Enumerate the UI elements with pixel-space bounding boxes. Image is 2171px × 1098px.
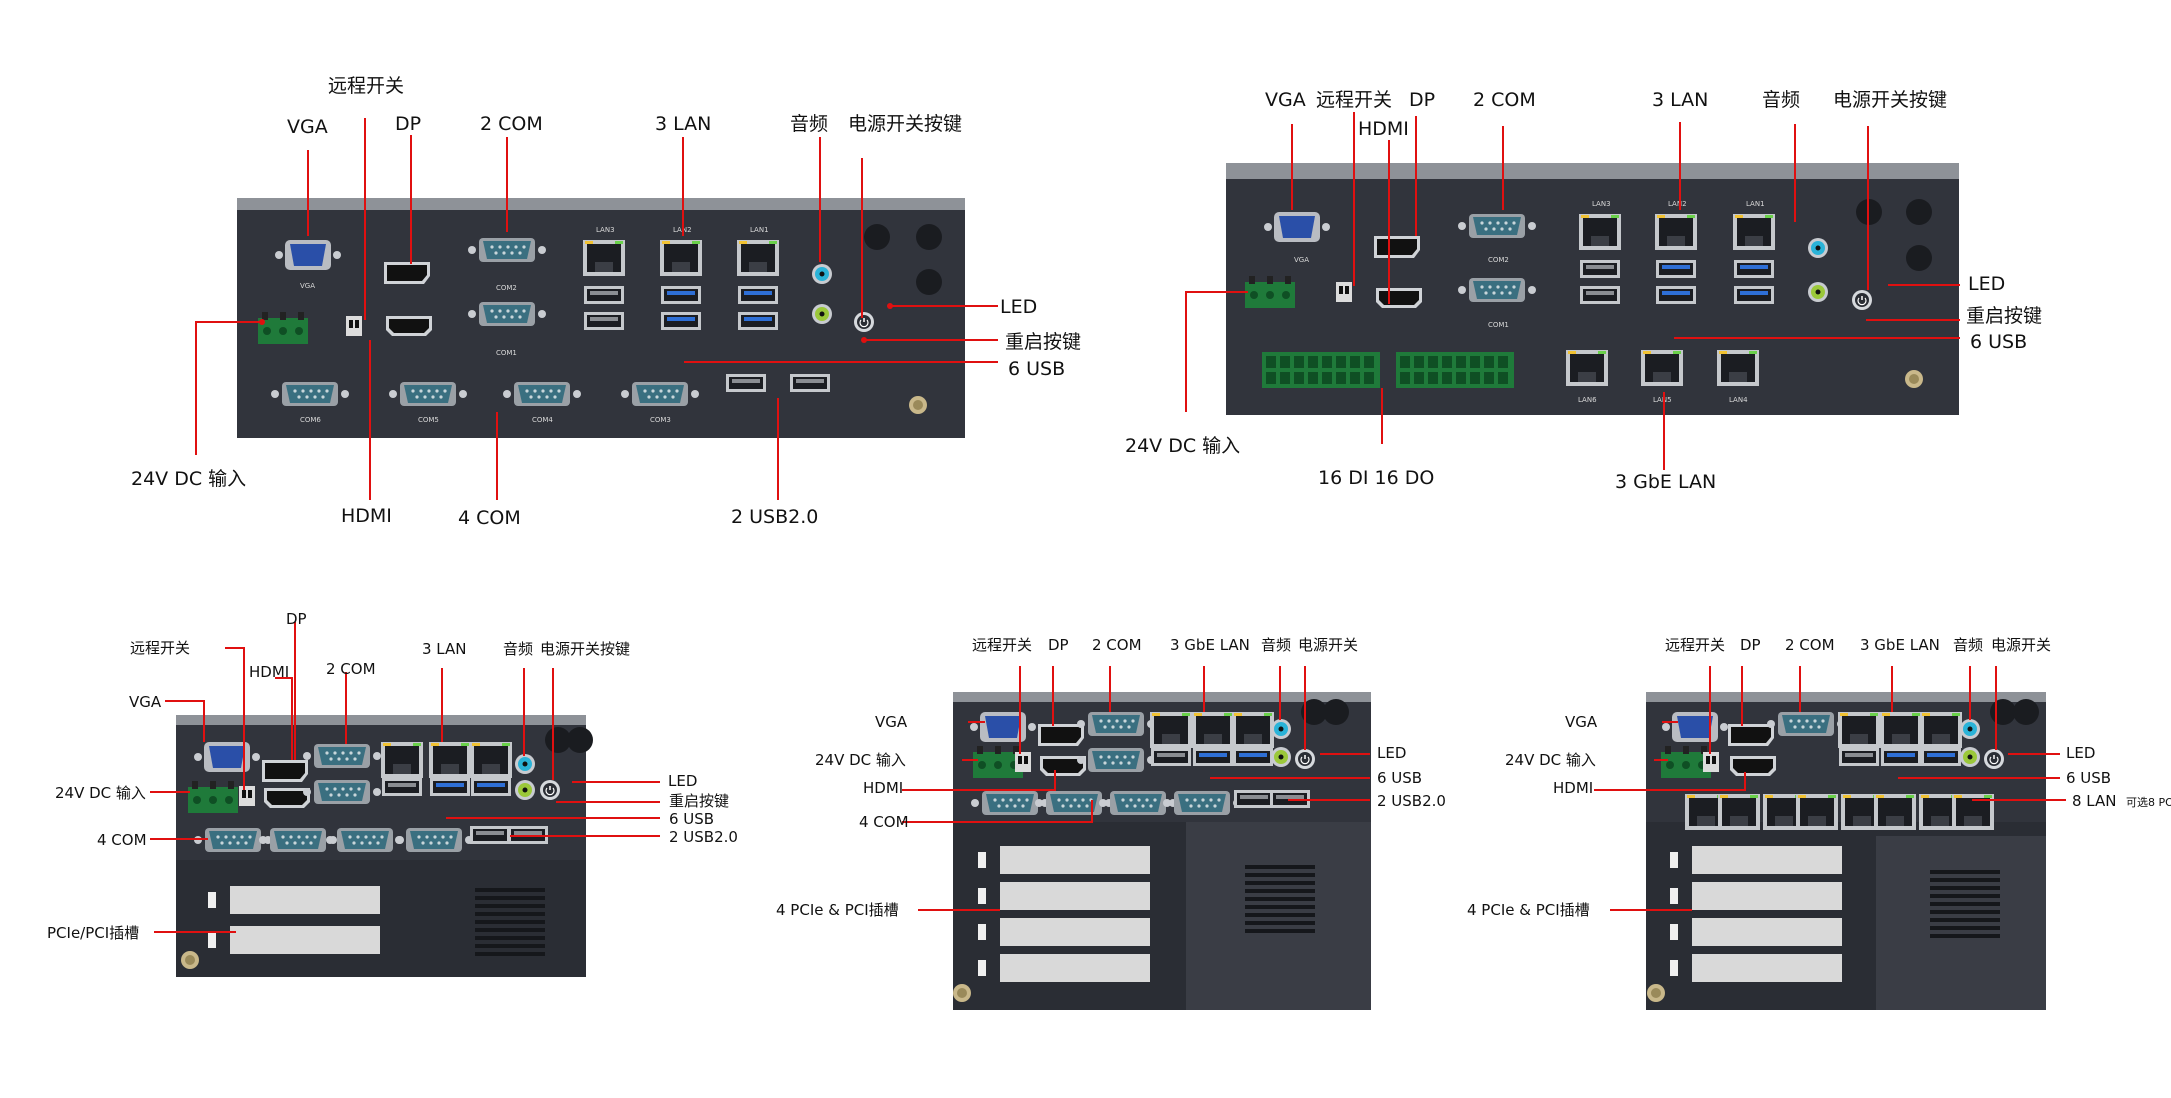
label3-4com: 4 COM [97,831,147,849]
label3-vga: VGA [129,693,162,711]
device-bottom-left: 远程开关 DP HDMI 2 COM 3 LAN 音频 电源开关按键 VGA 2… [47,610,738,977]
label4-pcie: 4 PCIe & PCI插槽 [776,901,899,919]
label-dc-in: 24V DC 输入 [131,468,246,490]
label-6usb: 6 USB [1008,358,1065,380]
label2-vga: VGA [1265,89,1306,111]
label4-vga: VGA [875,713,908,731]
panel-com5: COM5 [418,416,439,424]
label5-hdmi: HDMI [1553,779,1593,797]
label4-4com: 4 COM [859,813,909,831]
label-3lan: 3 LAN [655,113,711,135]
panel-lan3: LAN3 [596,226,615,234]
device-bottom-right: 远程开关 DP 2 COM 3 GbE LAN 音频 电源开关 VGA 24V … [1467,636,2171,1010]
panel2-vga: VGA [1294,256,1309,264]
label3-reset: 重启按键 [669,792,729,810]
label-audio: 音频 [790,113,828,135]
dio-terminals [1262,352,1514,388]
label5-dc-in: 24V DC 输入 [1505,751,1596,769]
label4-remote-switch: 远程开关 [972,636,1032,654]
label5-pcie: 4 PCIe & PCI插槽 [1467,901,1590,919]
label5-8lan-note: 可选8 POE [2126,796,2171,809]
label4-power-switch: 电源开关 [1298,636,1358,654]
panel-com2: COM2 [496,284,517,292]
label5-audio: 音频 [1953,636,1983,654]
label3-2com: 2 COM [326,660,376,678]
label-dp: DP [395,113,421,135]
device-top-right: VGA COM2 COM1 LAN3 LAN2 LAN1 LAN [1125,89,2042,493]
label2-audio: 音频 [1762,89,1800,111]
label-remote-switch: 远程开关 [328,75,404,97]
label2-dio: 16 DI 16 DO [1318,467,1434,489]
label4-dc-in: 24V DC 输入 [815,751,906,769]
label4-dp: DP [1048,636,1069,654]
label3-remote-switch: 远程开关 [130,639,190,657]
label2-remote-switch: 远程开关 [1316,89,1392,111]
label2-2com: 2 COM [1473,89,1536,111]
panel-com1: COM1 [496,349,517,357]
label5-remote-switch: 远程开关 [1665,636,1725,654]
label4-2usb20: 2 USB2.0 [1377,792,1446,810]
label-reset: 重启按键 [1005,331,1081,353]
label5-dp: DP [1740,636,1761,654]
label2-3lan: 3 LAN [1652,89,1708,111]
panel2-lan5: LAN5 [1653,396,1672,404]
panel-com3: COM3 [650,416,671,424]
label-power-button: 电源开关按键 [848,113,962,135]
panel2-com1: COM1 [1488,321,1509,329]
panel-com4: COM4 [532,416,553,424]
label4-gbe: 3 GbE LAN [1170,636,1250,654]
label5-vga: VGA [1565,713,1598,731]
label2-gbe: 3 GbE LAN [1615,471,1716,493]
panel-lan1: LAN1 [750,226,769,234]
label4-hdmi: HDMI [863,779,903,797]
label3-dc-in: 24V DC 输入 [55,784,146,802]
label-2com: 2 COM [480,113,543,135]
panel2-lan4: LAN4 [1729,396,1748,404]
label3-3lan: 3 LAN [422,640,467,658]
label2-dp: DP [1409,89,1435,111]
label5-power-switch: 电源开关 [1991,636,2051,654]
label-led: LED [1000,296,1037,318]
label3-led: LED [668,772,697,790]
device-bottom-middle: 远程开关 DP 2 COM 3 GbE LAN 音频 电源开关 VGA 24V … [776,636,1446,1010]
label-2usb20: 2 USB2.0 [731,506,818,528]
label-hdmi: HDMI [341,505,392,527]
label3-dp: DP [286,610,307,628]
label4-2com: 2 COM [1092,636,1142,654]
label5-gbe: 3 GbE LAN [1860,636,1940,654]
label-vga: VGA [287,116,328,138]
label3-pcie: PCIe/PCI插槽 [47,924,139,942]
panel2-com2: COM2 [1488,256,1509,264]
label5-8lan: 8 LAN [2072,792,2117,810]
panel2-lan2: LAN2 [1668,200,1687,208]
label2-led: LED [1968,273,2005,295]
label5-led: LED [2066,744,2095,762]
label2-hdmi: HDMI [1358,118,1409,140]
label2-reset: 重启按键 [1966,305,2042,327]
device-top-left: VGA COM2 COM1 LAN3 LAN2 LAN1 COM6 COM5 C… [131,75,1081,529]
label3-power-button: 电源开关按键 [540,640,630,658]
panel2-lan1: LAN1 [1746,200,1765,208]
label3-hdmi: HDMI [249,663,289,681]
label5-2com: 2 COM [1785,636,1835,654]
label3-audio: 音频 [503,640,533,658]
panel2-lan6: LAN6 [1578,396,1597,404]
label4-led: LED [1377,744,1406,762]
label-4com: 4 COM [458,507,521,529]
label3-2usb20: 2 USB2.0 [669,828,738,846]
label2-dc-in: 24V DC 输入 [1125,435,1240,457]
panel2-lan3: LAN3 [1592,200,1611,208]
panel-vga: VGA [300,282,315,290]
label4-audio: 音频 [1261,636,1291,654]
label3-6usb: 6 USB [669,810,714,828]
label2-power-button: 电源开关按键 [1833,89,1947,111]
label4-6usb: 6 USB [1377,769,1422,787]
label2-6usb: 6 USB [1970,331,2027,353]
panel-com6: COM6 [300,416,321,424]
label5-6usb: 6 USB [2066,769,2111,787]
